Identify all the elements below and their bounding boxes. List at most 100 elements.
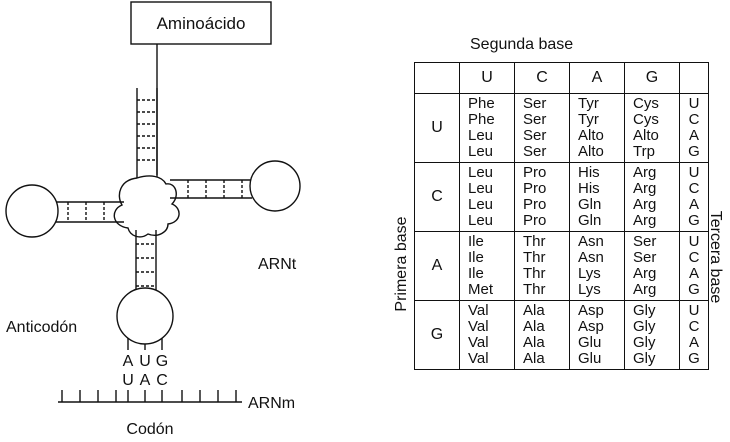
codon-base: A <box>140 372 151 389</box>
amino-acid: Lys <box>578 265 601 282</box>
third-base: A <box>688 265 699 282</box>
amino-acid: Glu <box>578 350 602 367</box>
aminoacid-box <box>130 1 272 45</box>
third-base: U <box>688 302 700 319</box>
amino-acid: Arg <box>633 212 657 229</box>
amino-acid: Ala <box>523 334 545 351</box>
amino-acid: Thr <box>523 281 546 298</box>
amino-acid: Ala <box>523 302 545 319</box>
trna-diagram: Aminoácido ARNt Anticodón A U G U A C AR… <box>5 1 301 438</box>
amino-acid: Trp <box>633 143 655 160</box>
second-base-header: U <box>459 62 515 94</box>
amino-acid: Ser <box>523 143 547 160</box>
amino-acid: His <box>578 164 600 181</box>
third-base: A <box>688 127 699 144</box>
amino-acid: Ser <box>523 127 547 144</box>
amino-acid: Pro <box>523 212 547 229</box>
amino-acid: Leu <box>468 127 494 144</box>
third-base: C <box>688 318 700 335</box>
amino-acid: Asp <box>578 302 604 319</box>
amino-acid: Asp <box>578 318 604 335</box>
codon-base: C <box>156 372 168 389</box>
amino-acid: Val <box>468 350 489 367</box>
acceptor-stem <box>136 88 158 178</box>
amino-acid: Alto <box>578 127 604 144</box>
amino-acid: Tyr <box>578 111 599 128</box>
amino-acid: Alto <box>578 143 604 160</box>
third-base: C <box>688 249 700 266</box>
amino-acid: Thr <box>523 249 546 266</box>
first-base-label: Primera base <box>393 216 410 312</box>
anticodon-base: G <box>156 353 168 370</box>
amino-acid: Gln <box>578 196 602 213</box>
third-base: A <box>688 334 699 351</box>
amino-acid: Asn <box>578 233 604 250</box>
amino-acid: Ile <box>468 265 484 282</box>
amino-acid: Ser <box>523 111 547 128</box>
third-base: G <box>688 350 700 367</box>
amino-acid: Gln <box>578 212 602 229</box>
amino-acid: Val <box>468 318 489 335</box>
amino-acid: Cys <box>633 95 659 112</box>
anticodon-base: A <box>123 353 134 370</box>
amino-acid: Thr <box>523 265 546 282</box>
t-arm <box>170 160 301 212</box>
amino-acid: Pro <box>523 180 547 197</box>
amino-acid: Leu <box>468 180 494 197</box>
table-header-row: U C A G <box>414 62 709 94</box>
first-base-cell: U <box>414 93 460 163</box>
anticodon-label: Anticodón <box>6 319 77 336</box>
amino-acid: Phe <box>468 95 495 112</box>
amino-acid: Alto <box>633 127 659 144</box>
amino-acid: Thr <box>523 233 546 250</box>
amino-acid: Cys <box>633 111 659 128</box>
amino-acid: Gly <box>633 350 656 367</box>
d-arm <box>5 184 124 238</box>
amino-acid: Ala <box>523 318 545 335</box>
amino-acid: Lys <box>578 281 601 298</box>
first-base-cell: G <box>414 300 460 370</box>
codon-label: Codón <box>126 421 173 438</box>
amino-acid: Gly <box>633 334 656 351</box>
amino-acid: Ile <box>468 233 484 250</box>
amino-acid: Tyr <box>578 95 599 112</box>
amino-acid: Ser <box>633 233 657 250</box>
amino-acid: Pro <box>523 196 547 213</box>
amino-acid: Val <box>468 334 489 351</box>
amino-acid: Leu <box>468 196 494 213</box>
central-loop <box>113 175 180 238</box>
amino-acid: Arg <box>633 265 657 282</box>
amino-acid: Arg <box>633 164 657 181</box>
amino-acid: Pro <box>523 164 547 181</box>
amino-acid: Ser <box>633 249 657 266</box>
second-base-label: Segunda base <box>470 36 574 53</box>
amino-acid: Leu <box>468 164 494 181</box>
third-base: U <box>688 95 700 112</box>
amino-acid: Arg <box>633 180 657 197</box>
second-base-header: A <box>569 62 625 94</box>
anticodon-arm <box>116 230 174 350</box>
third-base: C <box>688 111 700 128</box>
amino-acid: Arg <box>633 196 657 213</box>
amino-acid: Gly <box>633 302 656 319</box>
third-base: A <box>688 196 699 213</box>
amino-acid: Ala <box>523 350 545 367</box>
third-base: G <box>688 281 700 298</box>
third-base: G <box>688 143 700 160</box>
mrna-label: ARNm <box>248 395 295 412</box>
